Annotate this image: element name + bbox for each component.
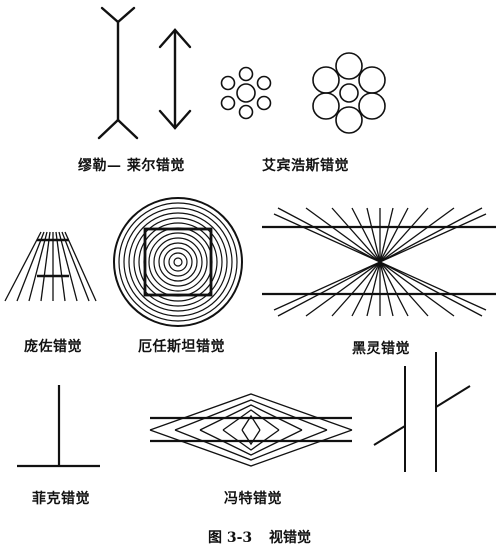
wundt-illusion <box>149 393 353 467</box>
orbison-illusion <box>113 197 243 327</box>
figure-caption: 图 3-3 视错觉 <box>202 527 317 547</box>
fick-illusion <box>17 385 100 468</box>
poggendorff-illusion <box>373 352 471 472</box>
hering-label: 黑灵错觉 <box>352 341 410 357</box>
figure-number: 图 3-3 <box>208 530 253 546</box>
muller-lyer-illusion <box>97 6 192 140</box>
ebbinghaus-label: 艾宾浩斯错觉 <box>262 158 349 174</box>
ponzo-label: 庞佐错觉 <box>24 339 82 355</box>
ponzo-illusion <box>4 231 97 302</box>
orbison-label: 厄任斯坦错觉 <box>138 339 225 355</box>
muller-lyer-label: 缪勒— 莱尔错觉 <box>78 158 185 174</box>
ebbinghaus-illusion <box>220 52 386 134</box>
figure-title: 视错觉 <box>269 530 312 546</box>
hering-illusion <box>262 207 496 317</box>
fick-label: 菲克错觉 <box>32 491 90 507</box>
wundt-label: 冯特错觉 <box>224 491 282 507</box>
